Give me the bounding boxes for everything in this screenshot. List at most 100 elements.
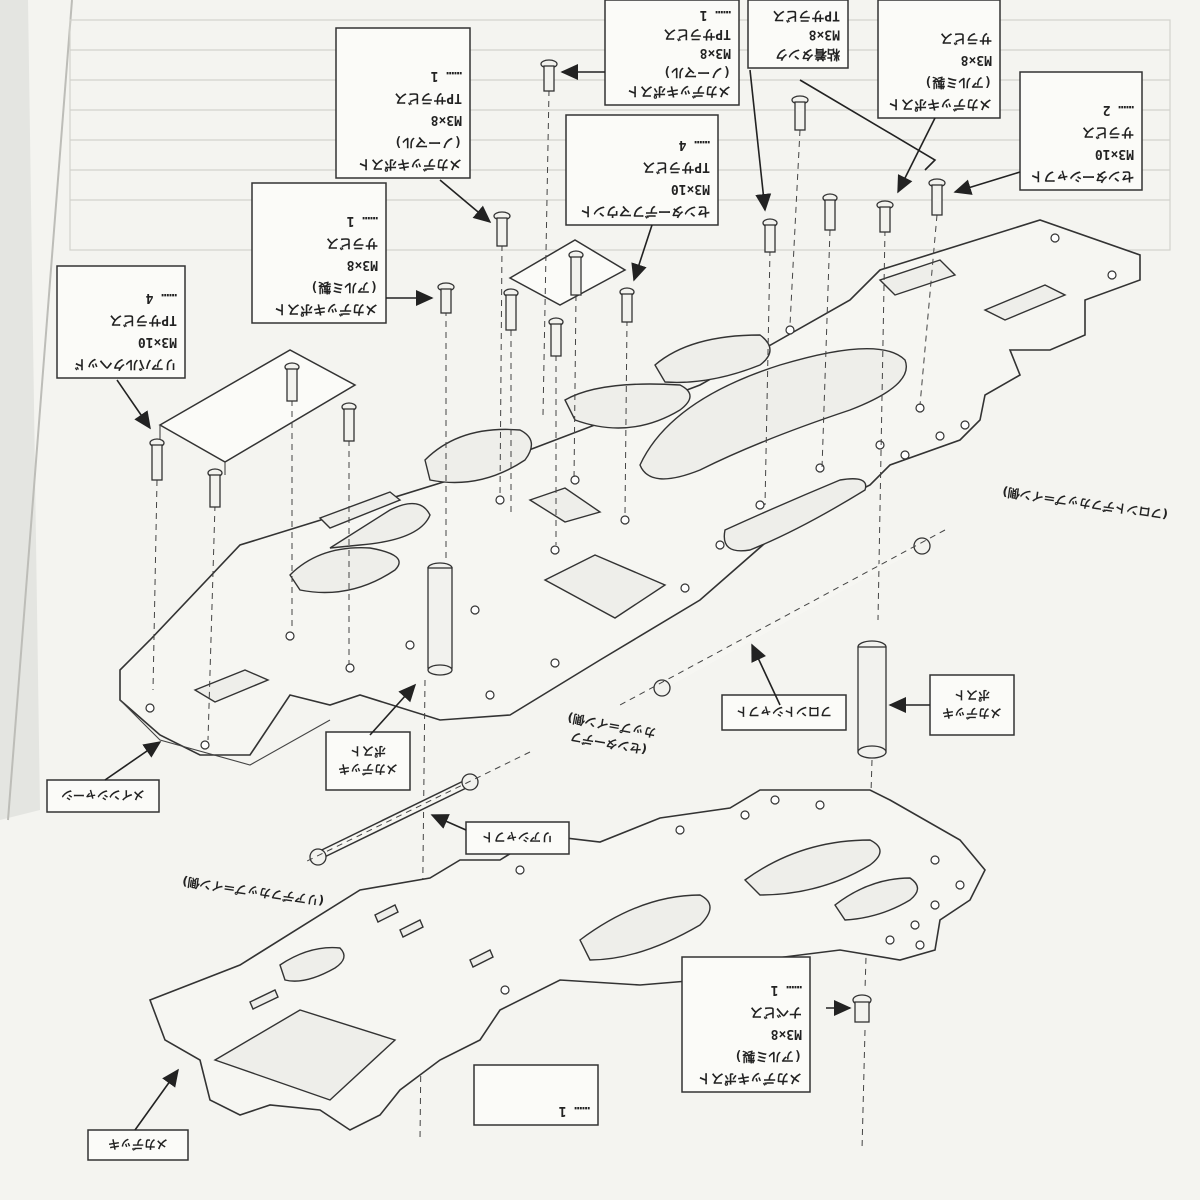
label-line: M3×8 bbox=[771, 1026, 802, 1041]
callout-front-shaft: フロントシャフト bbox=[736, 705, 832, 719]
label-line: メカデッキポスト bbox=[358, 156, 462, 172]
label-line: メカデッキポスト bbox=[888, 96, 992, 112]
callout-line: リアシャフト bbox=[482, 830, 554, 844]
callout-main-chassis: メインシャーシ bbox=[61, 788, 145, 802]
chassis-cutout bbox=[564, 383, 691, 429]
deck-post-right bbox=[857, 640, 887, 759]
label-text-box-bottom-stub: …… 1 bbox=[559, 1103, 590, 1118]
label-text-box-left: リアバルクヘッド M3×10 TPサラビス …… 4 bbox=[74, 290, 177, 371]
center-diff-mount-block bbox=[508, 239, 627, 306]
mecha-deck-cutouts bbox=[213, 839, 919, 1101]
label-line: メカデッキポスト bbox=[698, 1070, 802, 1086]
label-line: M3×8 bbox=[700, 45, 731, 60]
callout-line: フロントシャフト bbox=[736, 705, 832, 719]
label-line: …… 1 bbox=[431, 68, 462, 83]
label-line: M3×10 bbox=[1095, 146, 1134, 161]
label-line: (アルミ製) bbox=[924, 74, 992, 90]
deck-post-center bbox=[427, 562, 453, 676]
mecha-deck-holes bbox=[500, 795, 965, 995]
callout-box-main-chassis bbox=[46, 779, 160, 813]
rear-shaft-axis bbox=[304, 751, 531, 863]
label-line: …… 1 bbox=[700, 7, 731, 22]
screw-icon bbox=[568, 250, 584, 296]
label-line: メカデッキポスト bbox=[274, 301, 378, 317]
chassis-cutout bbox=[878, 259, 957, 296]
chassis-cutout bbox=[723, 478, 867, 552]
label-line: M3×8 bbox=[431, 112, 462, 127]
chassis-cutout bbox=[654, 334, 771, 384]
label-text-box-top-right: 粘着タンク M3×8 TPサラビス bbox=[772, 7, 841, 62]
screw-icon bbox=[791, 95, 809, 131]
callout-box-rear-shaft bbox=[465, 821, 570, 855]
label-line: …… 4 bbox=[146, 290, 177, 305]
screw-icon bbox=[284, 362, 300, 402]
label-box-right-top bbox=[877, 0, 1001, 119]
label-box-left bbox=[56, 265, 186, 379]
screw-icon bbox=[548, 317, 564, 357]
label-line: センターシャフト bbox=[1030, 168, 1134, 183]
callout-box-front-shaft bbox=[721, 694, 847, 731]
chassis-cutout bbox=[639, 348, 907, 480]
callout-box-deck-post-center bbox=[325, 731, 411, 791]
label-box-left-upper bbox=[251, 182, 387, 324]
callout-rear-shaft: リアシャフト bbox=[482, 830, 554, 844]
label-line: M3×8 bbox=[961, 52, 992, 67]
label-line: M3×10 bbox=[138, 334, 177, 349]
label-line: M3×8 bbox=[347, 257, 378, 272]
leader-arrows bbox=[104, 64, 1021, 1131]
chassis-cutout bbox=[329, 502, 431, 549]
label-line: …… 4 bbox=[679, 137, 710, 152]
label-text-box-right-side: センターシャフト M3×10 サラビス …… 2 bbox=[1030, 102, 1134, 183]
screw-icon bbox=[852, 994, 872, 1023]
callout-line: ポスト bbox=[350, 744, 386, 759]
label-line: TPサラビス bbox=[394, 90, 462, 106]
callout-box-mecha-deck bbox=[87, 1129, 189, 1161]
screw-icon bbox=[149, 438, 165, 481]
label-line: TPサラビス bbox=[663, 26, 731, 42]
callout-deck-post-right: メカデッキポスト bbox=[942, 688, 1002, 721]
screw-icon bbox=[876, 200, 894, 233]
callout-mecha-deck: メカデッキ bbox=[108, 1137, 168, 1152]
label-box-top-center bbox=[604, 0, 740, 106]
label-line: M3×8 bbox=[809, 27, 840, 42]
screw-icon bbox=[619, 287, 635, 323]
label-line: TPサラビス bbox=[109, 312, 177, 328]
callout-box-deck-post-right bbox=[929, 674, 1015, 736]
rear-shaft bbox=[309, 773, 479, 866]
label-box-center-mount bbox=[565, 114, 719, 226]
screw-icon bbox=[540, 59, 558, 92]
chassis-cutout bbox=[528, 487, 602, 523]
chassis-cutout bbox=[983, 284, 1067, 321]
screw-icon bbox=[928, 178, 946, 216]
label-line: …… 1 bbox=[559, 1103, 590, 1118]
screw-icon bbox=[207, 468, 223, 508]
screw-icon bbox=[762, 218, 778, 253]
callout-line: メカデッキ bbox=[108, 1137, 168, 1152]
label-box-bottom-stub bbox=[473, 1064, 599, 1126]
label-line: 粘着タンク bbox=[775, 46, 841, 62]
label-box-upper-mid bbox=[335, 27, 471, 179]
label-line: リアバルクヘッド bbox=[74, 356, 177, 371]
label-line: サラビス bbox=[1082, 124, 1134, 140]
label-line: …… 1 bbox=[771, 982, 802, 997]
screw-icon bbox=[341, 402, 357, 442]
label-line: (アルミ製) bbox=[310, 279, 378, 295]
label-line: サラビス bbox=[940, 30, 992, 46]
front-shaft bbox=[653, 537, 931, 697]
label-line: センターデフマウント bbox=[580, 203, 710, 219]
screw-icon bbox=[822, 193, 838, 231]
label-line: …… 2 bbox=[1103, 102, 1134, 117]
label-box-right-side bbox=[1019, 71, 1143, 191]
label-line: TPサラビス bbox=[772, 7, 840, 23]
label-line: M3×10 bbox=[671, 181, 710, 196]
chassis-cutout bbox=[193, 669, 270, 703]
screw-icon bbox=[493, 211, 511, 247]
chassis-side-wall bbox=[119, 699, 331, 766]
callout-line: メインシャーシ bbox=[61, 788, 145, 802]
label-line: (ノーマル) bbox=[663, 64, 731, 79]
